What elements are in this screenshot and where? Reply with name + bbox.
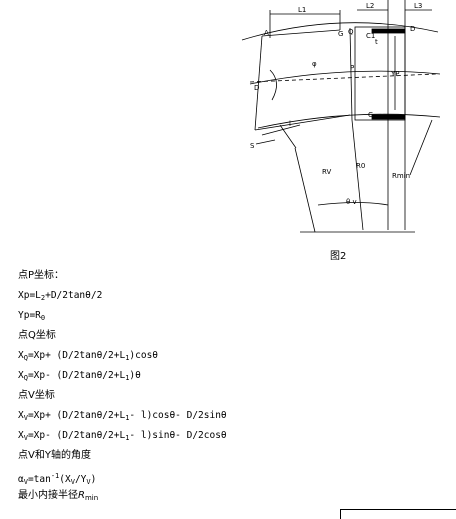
top-pad xyxy=(371,28,406,34)
block-top-edge xyxy=(261,29,341,37)
alpha-cs: V xyxy=(86,478,91,486)
outer-arc-mid xyxy=(249,70,441,85)
block-bottom-edge xyxy=(254,114,351,131)
formula-block: 点P坐标： Xp=L2+D/2tanθ/2 Yp=R0 点Q坐标 XQ=Xp+ … xyxy=(18,266,227,506)
rmin-line: 最小内接半径Rmin xyxy=(18,486,227,506)
v-leader xyxy=(279,124,297,149)
label-p: P xyxy=(350,64,354,72)
xq-a: =Xp+ (D/2tanθ/2+L xyxy=(27,350,126,361)
label-l: l xyxy=(289,120,291,128)
xv-b: - l)cosθ- D/2sinθ xyxy=(129,410,227,421)
xv-formula: XV=Xp+ (D/2tanθ/2+L1- l)cosθ- D/2sinθ xyxy=(18,406,227,426)
dim-l xyxy=(261,124,301,136)
q-heading: 点Q坐标 xyxy=(18,330,56,341)
yq-xs: Q xyxy=(23,374,28,382)
corner-frame xyxy=(340,509,456,519)
label-l3: L3 xyxy=(414,2,422,10)
label-l1: L1 xyxy=(298,6,306,14)
yv-formula: XV=Xp- (D/2tanθ/2+L1- l)sinθ- D/2cosθ xyxy=(18,426,227,446)
rmin-leader xyxy=(409,119,433,176)
s-leader xyxy=(255,139,276,145)
label-rv: RV xyxy=(322,168,331,176)
yv-x: X xyxy=(18,430,24,441)
rmin-r: R xyxy=(78,490,85,501)
alpha-b: (X xyxy=(59,474,71,485)
label-s: S xyxy=(250,142,255,150)
xp-formula: Xp=L2+D/2tanθ/2 xyxy=(18,286,227,306)
yv-b: - l)sinθ- D/2cosθ xyxy=(129,430,227,441)
p-heading: 点P坐标： xyxy=(18,270,65,281)
label-yp: YP xyxy=(390,70,400,78)
angle-heading: 点V和Y轴的角度 xyxy=(18,450,91,461)
radial-rv xyxy=(294,147,316,233)
block-right-edge xyxy=(349,27,353,121)
label-theta-v: θ v xyxy=(346,198,357,206)
yq-x: X xyxy=(18,370,24,381)
label-phi: φ xyxy=(312,60,317,68)
rmin-label: 最小内接半径 xyxy=(18,490,78,501)
xq-b: )cosθ xyxy=(129,350,159,361)
xq-s1: 1 xyxy=(125,354,130,362)
label-c1: C1 xyxy=(366,32,375,40)
bottom-pad xyxy=(371,114,406,120)
label-c: C xyxy=(368,111,373,119)
xv-a: =Xp+ (D/2tanθ/2+L xyxy=(27,410,126,421)
theta-arc xyxy=(317,202,389,206)
alpha-c: /Y xyxy=(74,474,87,485)
label-d-top: D xyxy=(410,25,415,33)
label-l2: L2 xyxy=(366,2,374,10)
xq-x: X xyxy=(18,350,24,361)
label-d-left: D xyxy=(254,84,259,92)
xp-rest: +D/2tanθ/2 xyxy=(45,290,103,301)
left-bulge xyxy=(269,69,277,101)
label-g: G xyxy=(338,30,343,38)
yq-a: =Xp- (D/2tanθ/2+L xyxy=(27,370,126,381)
xq-xs: Q xyxy=(23,354,28,362)
block-left-edge xyxy=(254,35,263,131)
outer-arc-bottom xyxy=(257,113,441,129)
yv-a: =Xp- (D/2tanθ/2+L xyxy=(27,430,126,441)
label-rmin: Rmin xyxy=(392,172,410,180)
xp-lhs: Xp=L xyxy=(18,290,41,301)
label-t: t xyxy=(375,38,378,46)
yv-s1: 1 xyxy=(125,434,130,442)
yv-xs: V xyxy=(23,434,28,442)
center-line xyxy=(249,73,437,83)
label-a: A xyxy=(264,29,269,37)
alpha-formula: αV=tan-1(XV/YV) xyxy=(18,466,227,486)
yp-formula: Yp=R0 xyxy=(18,306,227,326)
schematic-figure: L1 L2 L3 A G Q D C1 t φ P YP D C l S RV … xyxy=(241,0,441,233)
label-r0: R0 xyxy=(356,162,365,170)
xp-sub: 2 xyxy=(40,294,46,302)
alpha-as: V xyxy=(23,478,28,486)
yq-formula: XQ=Xp- (D/2tanθ/2+L1)θ xyxy=(18,366,227,386)
alpha-sup: -1 xyxy=(50,472,60,480)
alpha-bs: V xyxy=(70,478,75,486)
alpha-a: α xyxy=(18,474,24,485)
xq-formula: XQ=Xp+ (D/2tanθ/2+L1)cosθ xyxy=(18,346,227,366)
xv-xs: V xyxy=(23,414,28,422)
yq-b: )θ xyxy=(129,370,141,381)
figure-caption: 图2 xyxy=(330,251,347,262)
xv-s1: 1 xyxy=(125,414,130,422)
yp-sub: 0 xyxy=(40,314,46,322)
yq-s1: 1 xyxy=(125,374,130,382)
label-q: Q xyxy=(348,28,354,36)
yp-lhs: Yp=R xyxy=(18,310,41,321)
alpha-d: ) xyxy=(90,474,97,485)
v-heading: 点V坐标 xyxy=(18,390,55,401)
radial-r0 xyxy=(351,119,364,231)
rmin-rs: min xyxy=(84,494,99,502)
alpha-eq: =tan xyxy=(27,474,51,485)
xv-x: X xyxy=(18,410,24,421)
